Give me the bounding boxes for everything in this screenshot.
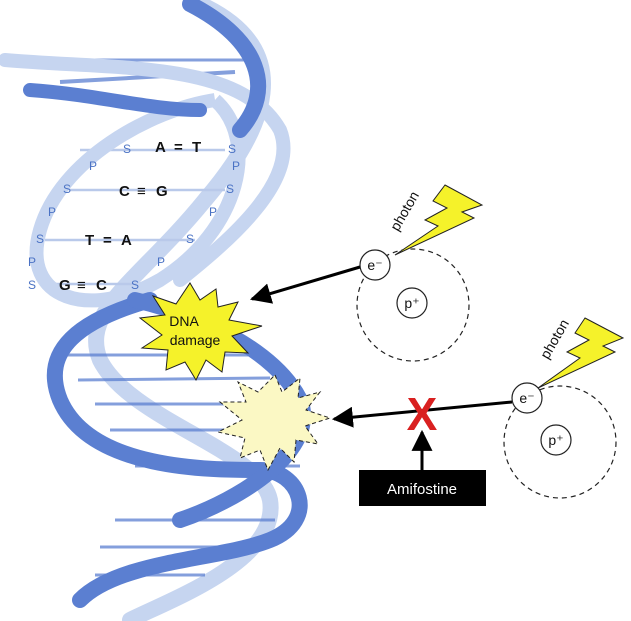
sugar-label: S [186,232,194,246]
sugar-label: S [123,142,131,156]
sugar-label: S [131,278,139,292]
electron-label: e⁻ [519,390,534,406]
base-pair-bond: = [174,139,183,156]
base-pair-bond: ≡ [137,183,146,200]
prevented-damage-burst [216,374,332,472]
sugar-label: S [228,142,236,156]
atom-upper: p⁺ e⁻ [356,248,470,362]
base-pair-right: G [156,183,168,200]
damage-label-line2: damage [170,332,221,348]
proton-label: p⁺ [404,295,419,311]
photon-label: photon [387,188,422,233]
proton [396,287,428,319]
damage-label-line1: DNA [169,313,199,329]
dna-front-strand [0,53,291,287]
proton [540,424,572,456]
sugar-label: S [63,182,71,196]
photon-label: photon [537,316,572,361]
dna-left-strand [23,83,207,117]
phosphate-label: P [48,205,56,219]
base-pair-right: A [121,232,132,249]
base-pairs: A = T C ≡ G T = A G ≡ C [59,139,201,294]
phosphate-label: P [232,159,240,173]
lightning-icon [394,184,484,256]
electron [359,249,391,281]
lightning-icon [537,317,625,389]
dna-damage-burst: DNA damage [138,282,263,382]
atom-lower: p⁺ e⁻ [503,382,617,499]
electron-orbit [356,248,470,362]
electron-arrow [249,265,361,304]
base-pair-left: C [119,183,130,200]
electron-orbit [503,385,617,499]
base-pair-bond: = [103,232,112,249]
phosphate-label: P [28,255,36,269]
blocked-mark: X [407,388,438,440]
base-pair-bond: ≡ [77,277,86,294]
base-pair-left: A [155,139,166,156]
amifostine-box: Amifostine [359,470,486,506]
backbone-labels: S S P P S S P P S S P P S S [28,142,240,292]
dna-top-strand [182,0,267,138]
phosphate-label: P [89,159,97,173]
phosphate-label: P [209,205,217,219]
electron-label: e⁻ [367,257,382,273]
proton-label: p⁺ [548,432,563,448]
sugar-label: S [226,182,234,196]
base-pair-right: C [96,277,107,294]
sugar-label: S [36,232,44,246]
base-pair-left: T [85,232,94,249]
sugar-label: S [28,278,36,292]
helix-open-loop [29,93,246,308]
base-pair-right: T [192,139,201,156]
base-pair-left: G [59,277,71,294]
blocked-electron-arrow [331,400,513,428]
amifostine-label: Amifostine [387,481,457,498]
electron [511,382,543,414]
phosphate-label: P [157,255,165,269]
